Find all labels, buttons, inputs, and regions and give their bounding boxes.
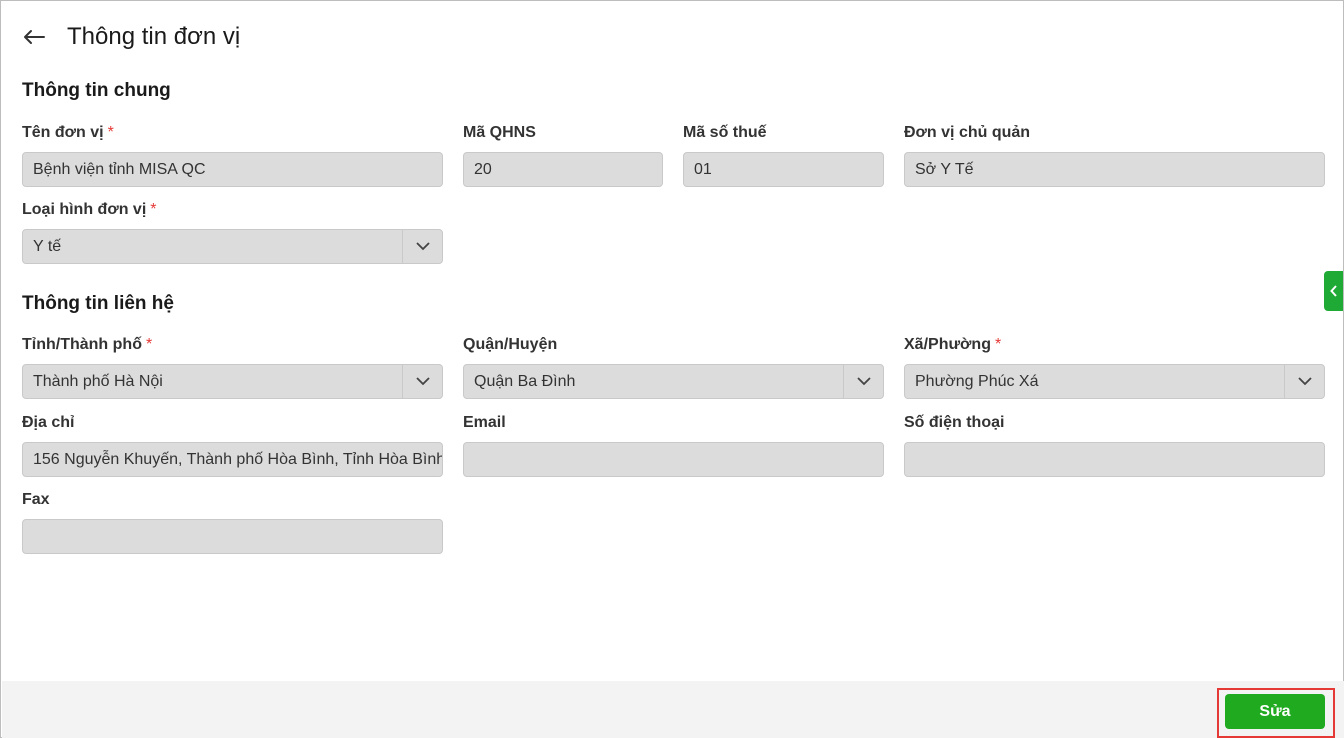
email-input[interactable]: [463, 442, 884, 477]
province-dropdown-toggle[interactable]: [402, 365, 442, 398]
district-select[interactable]: Quận Ba Đình: [463, 364, 884, 399]
district-field: Quận/Huyện Quận Ba Đình: [463, 335, 884, 399]
phone-field: Số điện thoại: [904, 413, 1325, 477]
district-dropdown-toggle[interactable]: [843, 365, 883, 398]
required-mark: *: [150, 201, 157, 218]
tax-code-field: Mã số thuế 01: [683, 123, 884, 187]
unit-type-field: Loại hình đơn vị* Y tế: [22, 200, 443, 264]
chevron-down-icon: [1297, 377, 1312, 386]
parent-unit-label: Đơn vị chủ quản: [904, 124, 1031, 141]
unit-name-input[interactable]: Bệnh viện tỉnh MISA QC: [22, 152, 443, 187]
address-input[interactable]: 156 Nguyễn Khuyến, Thành phố Hòa Bình, T…: [22, 442, 443, 477]
footer-bar: [2, 681, 1344, 738]
page-header: Thông tin đơn vị: [23, 21, 240, 53]
highlight-box: [1217, 688, 1335, 738]
phone-label: Số điện thoại: [904, 414, 1005, 431]
province-label: Tỉnh/Thành phố: [22, 336, 142, 353]
tax-code-input[interactable]: 01: [683, 152, 884, 187]
district-label: Quận/Huyện: [463, 336, 558, 353]
province-select[interactable]: Thành phố Hà Nội: [22, 364, 443, 399]
qhns-code-field: Mã QHNS 20: [463, 123, 663, 187]
required-mark: *: [994, 336, 1002, 353]
ward-field: Xã/Phường* Phường Phúc Xá: [904, 335, 1325, 399]
chevron-left-icon: [1329, 285, 1337, 297]
address-field: Địa chỉ 156 Nguyễn Khuyến, Thành phố Hòa…: [22, 413, 443, 477]
ward-label: Xã/Phường: [904, 336, 991, 353]
province-field: Tỉnh/Thành phố* Thành phố Hà Nội: [22, 335, 443, 399]
page-title: Thông tin đơn vị: [67, 23, 241, 50]
parent-unit-field: Đơn vị chủ quản Sở Y Tế: [904, 123, 1325, 187]
section-title-general: Thông tin chung: [22, 80, 171, 101]
back-button[interactable]: [23, 21, 59, 53]
email-label: Email: [463, 414, 506, 431]
unit-type-label: Loại hình đơn vị: [22, 201, 147, 218]
chevron-down-icon: [415, 242, 430, 251]
province-value: Thành phố Hà Nội: [33, 373, 163, 390]
required-mark: *: [107, 124, 114, 141]
section-title-contact: Thông tin liên hệ: [22, 293, 174, 314]
phone-input[interactable]: [904, 442, 1325, 477]
unit-name-label: Tên đơn vị: [22, 124, 104, 141]
fax-input[interactable]: [22, 519, 443, 554]
unit-name-field: Tên đơn vị* Bệnh viện tỉnh MISA QC: [22, 123, 443, 187]
fax-label: Fax: [22, 491, 50, 508]
side-panel-toggle[interactable]: [1324, 271, 1343, 311]
edit-button[interactable]: Sửa: [1225, 694, 1325, 729]
address-label: Địa chỉ: [22, 414, 75, 431]
unit-type-value: Y tế: [33, 238, 62, 255]
ward-dropdown-toggle[interactable]: [1284, 365, 1324, 398]
qhns-code-input[interactable]: 20: [463, 152, 663, 187]
required-mark: *: [145, 336, 153, 353]
parent-unit-input[interactable]: Sở Y Tế: [904, 152, 1325, 187]
fax-field: Fax: [22, 490, 443, 554]
district-value: Quận Ba Đình: [474, 373, 576, 390]
ward-select[interactable]: Phường Phúc Xá: [904, 364, 1325, 399]
tax-code-label: Mã số thuế: [683, 124, 767, 141]
arrow-left-icon: [24, 30, 45, 44]
chevron-down-icon: [415, 377, 430, 386]
chevron-down-icon: [856, 377, 871, 386]
qhns-code-label: Mã QHNS: [463, 124, 536, 141]
unit-type-select[interactable]: Y tế: [22, 229, 443, 264]
ward-value: Phường Phúc Xá: [915, 373, 1039, 390]
unit-type-dropdown-toggle[interactable]: [402, 230, 442, 263]
email-field: Email: [463, 413, 884, 477]
